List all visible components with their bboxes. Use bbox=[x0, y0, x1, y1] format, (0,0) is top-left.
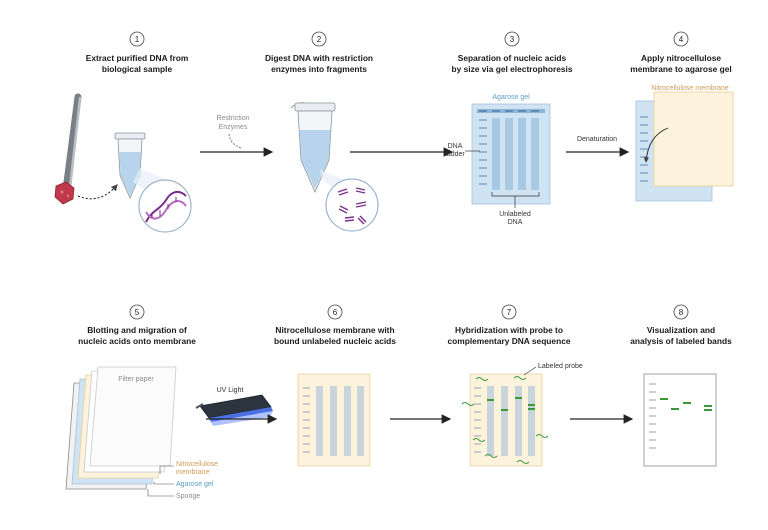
step-4-title-line2: membrane to agarose gel bbox=[630, 64, 731, 74]
membrane-bound-dna-icon bbox=[297, 373, 371, 467]
step-6-title-line2: bound unlabeled nucleic acids bbox=[274, 336, 396, 346]
restriction-enzymes-label-line1: Restriction bbox=[216, 115, 249, 122]
stack-nitro-label-line2: membrane bbox=[176, 469, 210, 476]
dna-ladder-label-line1: DNA bbox=[448, 143, 463, 150]
blotting-stack-icon bbox=[65, 366, 177, 490]
step-2-number: 2 bbox=[317, 35, 322, 44]
step-3-title-line2: by size via gel electrophoresis bbox=[451, 64, 572, 74]
step-3-number: 3 bbox=[510, 35, 515, 44]
step-8-title-line1: Visualization and bbox=[647, 325, 715, 335]
agarose-gel-label: Agarose gel bbox=[492, 94, 530, 101]
labeled-bands-result-icon bbox=[643, 373, 717, 467]
step-3-header: 3 Separation of nucleic acids by size vi… bbox=[451, 31, 573, 74]
stack-nitro-pointer bbox=[159, 465, 174, 474]
filter-paper-label: Filter paper bbox=[118, 376, 154, 383]
stack-agarose-label: Agarose gel bbox=[176, 481, 214, 488]
step-3-title-line1: Separation of nucleic acids bbox=[458, 53, 567, 63]
step-8-number: 8 bbox=[679, 308, 684, 317]
uv-lamp-icon bbox=[195, 394, 273, 426]
tissue-sample-icon bbox=[54, 181, 75, 205]
stack-nitro-label-line1: Nitrocellulose bbox=[176, 461, 218, 468]
labeled-probe-pointer bbox=[523, 366, 537, 376]
stack-sponge-pointer bbox=[147, 489, 174, 497]
microtube-icon bbox=[114, 132, 146, 200]
step-7-title-line2: complementary DNA sequence bbox=[447, 336, 570, 346]
step-7-title-line1: Hybridization with probe to bbox=[455, 325, 563, 335]
step-2-header: 2 Digest DNA with restriction enzymes in… bbox=[265, 31, 373, 74]
step-5-title-line1: Blotting and migration of bbox=[87, 325, 187, 335]
unlabeled-dna-label-line1: Unlabeled bbox=[499, 211, 531, 218]
step-1-title-line1: Extract purified DNA from bbox=[86, 53, 189, 63]
step-5-number: 5 bbox=[135, 308, 140, 317]
step-1-header: 1 Extract purified DNA from biological s… bbox=[86, 31, 189, 74]
step-4-title-line1: Apply nitrocellulose bbox=[641, 53, 721, 63]
step-4-header: 4 Apply nitrocellulose membrane to agaro… bbox=[630, 31, 732, 74]
step-2-title-line1: Digest DNA with restriction bbox=[265, 53, 373, 63]
nitrocellulose-membrane-label: Nitrocellulose membrane bbox=[651, 85, 729, 92]
tweezers-icon bbox=[62, 93, 82, 194]
step-5-title-line2: nucleic acids onto membrane bbox=[78, 336, 196, 346]
agarose-gel-icon bbox=[471, 103, 551, 205]
transfer-dotted-arrow bbox=[77, 184, 118, 200]
restriction-enzymes-label-line2: Enzymes bbox=[219, 124, 248, 131]
dna-helix-magnifier-icon bbox=[133, 168, 192, 233]
step-8-title-line2: analysis of labeled bands bbox=[630, 336, 732, 346]
step-5-header: 5 Blotting and migration of nucleic acid… bbox=[78, 304, 196, 346]
step-7-header: 7 Hybridization with probe to complement… bbox=[447, 304, 571, 346]
step-6-header: 6 Nitrocellulose membrane with bound unl… bbox=[274, 304, 396, 346]
step-6-title-line1: Nitrocellulose membrane with bbox=[275, 325, 394, 335]
step-8-header: 8 Visualization and analysis of labeled … bbox=[630, 304, 732, 346]
dna-ladder-label-line2: ladder bbox=[445, 151, 465, 158]
unlabeled-dna-label-line2: DNA bbox=[508, 219, 523, 226]
restriction-enzymes-pointer bbox=[228, 133, 242, 149]
step-1-number: 1 bbox=[135, 35, 140, 44]
step-4-number: 4 bbox=[679, 35, 684, 44]
denaturation-label: Denaturation bbox=[577, 136, 617, 143]
step-2-title-line2: enzymes into fragments bbox=[271, 64, 367, 74]
stack-sponge-label: Sponge bbox=[176, 493, 200, 500]
labeled-probe-label: Labeled probe bbox=[538, 363, 583, 370]
stack-agarose-pointer bbox=[153, 482, 174, 485]
step-6-number: 6 bbox=[333, 308, 338, 317]
step-1-title-line2: biological sample bbox=[102, 64, 173, 74]
gel-with-membrane-icon bbox=[635, 91, 734, 202]
unlabeled-dna-bracket bbox=[491, 192, 540, 208]
step-7-number: 7 bbox=[507, 308, 512, 317]
uv-light-label: UV Light bbox=[217, 387, 244, 394]
hybridized-membrane-icon bbox=[461, 373, 549, 467]
dna-fragments-magnifier-icon bbox=[320, 170, 379, 232]
